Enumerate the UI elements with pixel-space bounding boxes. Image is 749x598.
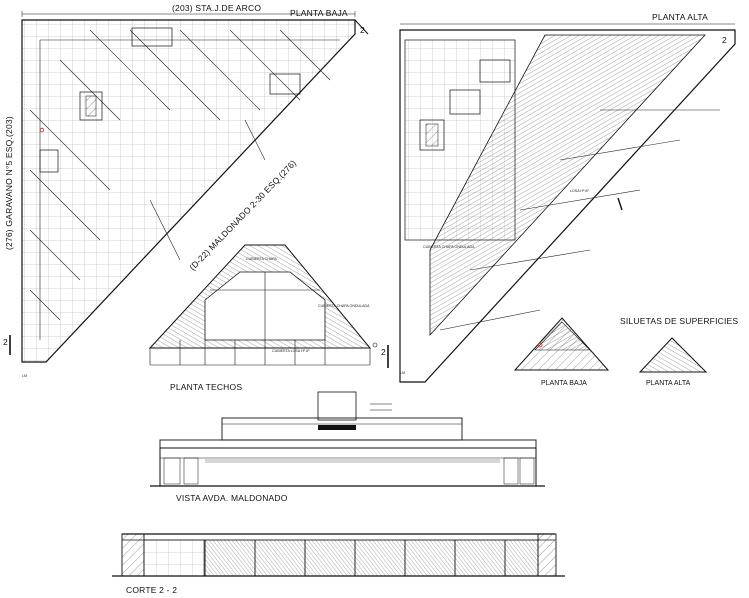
- techos-cubierta-note: CUBIERTA CHAPA: [246, 257, 277, 261]
- alta-losa-note: LOSA Hº Aº: [570, 189, 589, 193]
- lm-marker-alta: LM: [400, 371, 405, 375]
- techos-cubierta-mid-note: CUBIERTA CHAPA ONDULADA: [318, 304, 370, 308]
- section-marker-baja-top: 2: [360, 25, 365, 35]
- silueta-baja-label: PLANTA BAJA: [541, 380, 587, 387]
- siluetas-alta-triangle: [638, 337, 708, 373]
- planta-baja-title: PLANTA BAJA: [290, 8, 348, 18]
- corte-title: CORTE 2 - 2: [126, 585, 178, 595]
- planta-baja-plan: [9, 11, 369, 363]
- top-street-label: (203) STA.J.DE ARCO: [172, 3, 262, 13]
- vista-elevation: [150, 391, 545, 487]
- siluetas-baja-triangle: [513, 317, 610, 371]
- section-marker-alta-top: 2: [722, 35, 727, 45]
- vista-title: VISTA AVDA. MALDONADO: [176, 493, 288, 503]
- section-marker-alta-left: 2: [381, 347, 386, 357]
- vista-windows-row: [205, 459, 500, 463]
- section-marker-baja-left: 2: [3, 337, 8, 347]
- siluetas-title: SILUETAS DE SUPERFICIES: [620, 316, 739, 326]
- lm-marker-baja: LM: [22, 374, 27, 378]
- alta-cubierta-note: CUBIERTA CHAPA ONDULADA: [423, 245, 475, 249]
- corte-section: [112, 533, 565, 577]
- planta-techos-plan: [148, 244, 378, 366]
- planta-techos-title: PLANTA TECHOS: [170, 382, 243, 392]
- techos-losa-note: CUBIERTA LOSA Hº Aº: [272, 349, 310, 353]
- side-street-label: (276) GARAVANO N°5 ESQ.(203): [4, 116, 14, 250]
- planta-alta-plan: [387, 23, 736, 383]
- planta-alta-title: PLANTA ALTA: [652, 12, 709, 22]
- silueta-alta-label: PLANTA ALTA: [646, 380, 691, 387]
